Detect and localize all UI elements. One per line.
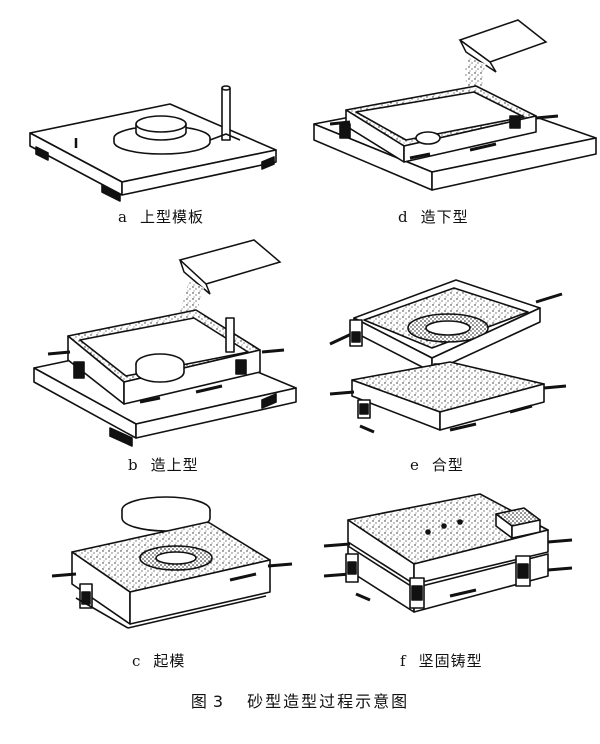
figure-number: 3 — [212, 692, 226, 711]
pattern-removal-illustration — [51, 496, 293, 629]
closed-mold-illustration — [329, 279, 567, 434]
figure-label: 图 — [190, 692, 209, 711]
pattern-plate-illustration — [29, 85, 277, 202]
cope-mold-illustration — [33, 239, 297, 447]
drag-mold-illustration — [313, 19, 597, 191]
figure-title: 砂型造型过程示意图 — [247, 692, 410, 711]
finished-mold-illustration — [323, 493, 573, 613]
